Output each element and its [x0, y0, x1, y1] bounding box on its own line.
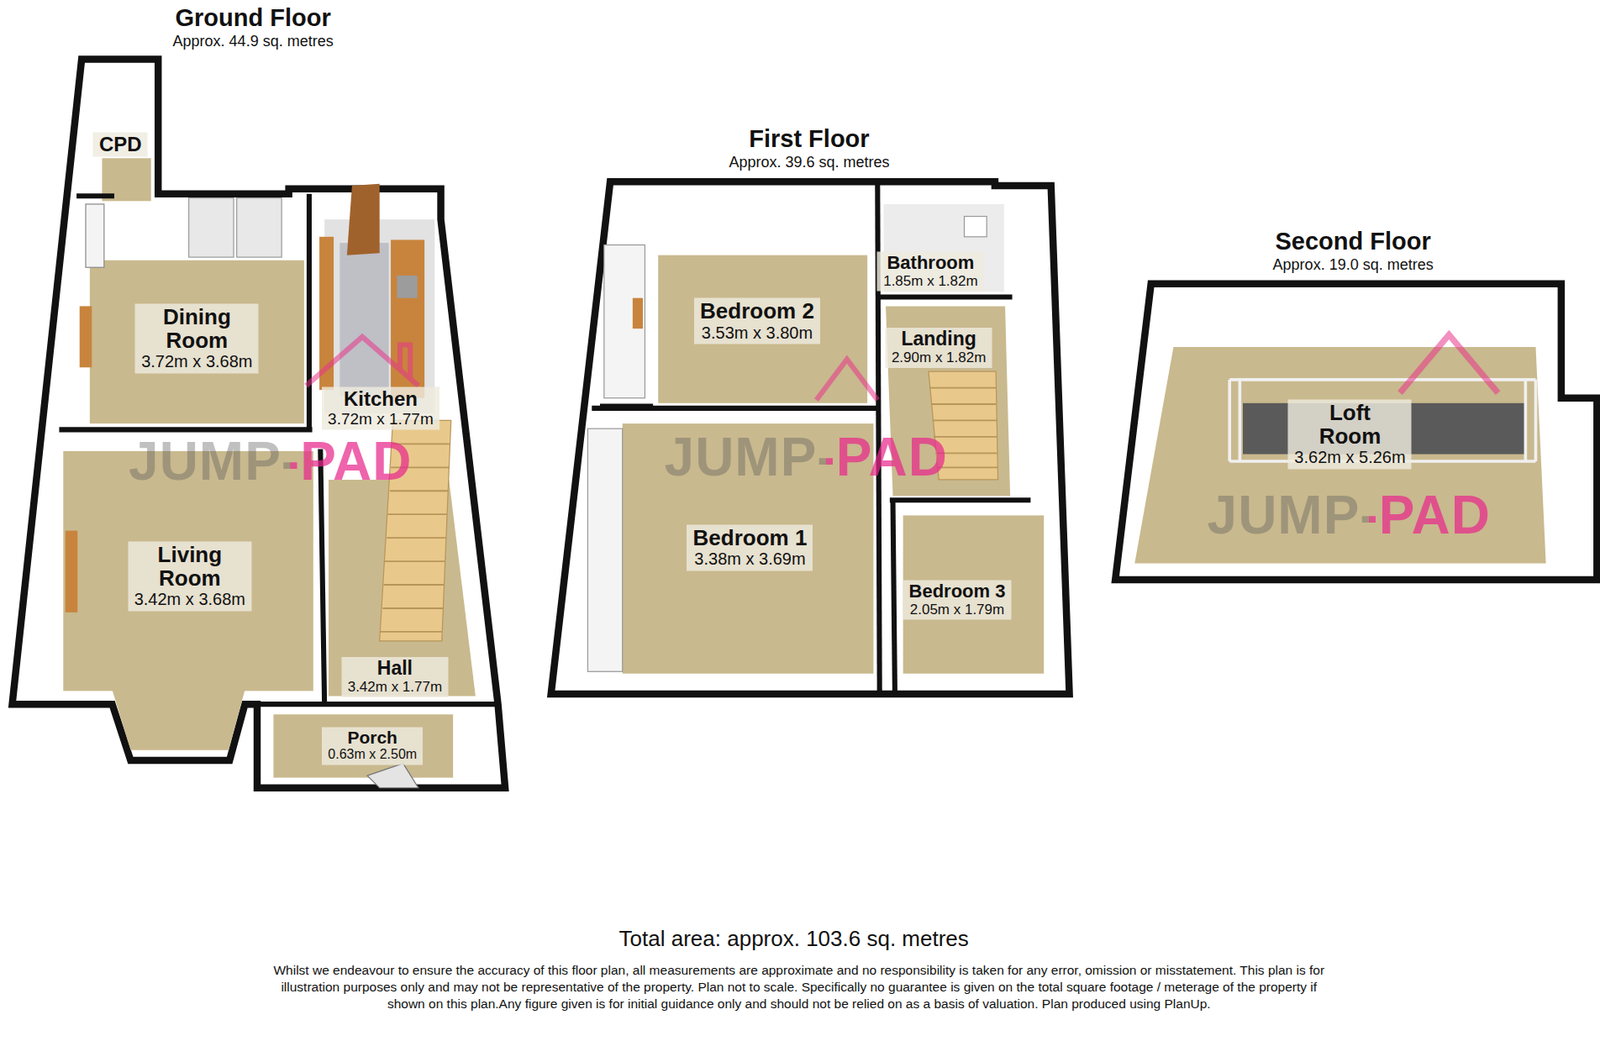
toilet: [964, 216, 988, 237]
room-dimensions: 1.85m x 1.82m: [882, 272, 979, 290]
wardrobe-door: [632, 298, 643, 329]
watermark-logo: [1400, 334, 1499, 393]
outer-wall: [1115, 284, 1597, 580]
room-name: Living Room: [139, 542, 241, 590]
room-name: Bathroom: [882, 252, 979, 273]
dining-floor: [89, 260, 305, 424]
ground-floor-drawing: [12, 58, 506, 788]
bay-floor: [112, 689, 246, 751]
room-label: Living Room3.42m x 3.68m: [127, 542, 252, 612]
watermark: JUMP-PAD: [1207, 484, 1492, 547]
room-label: Bedroom 32.05m x 1.79m: [902, 579, 1011, 620]
sink: [396, 275, 417, 299]
cpd-door: [85, 204, 105, 268]
room-name: Kitchen: [326, 387, 435, 410]
wardrobe: [587, 428, 622, 672]
floor-area: Approx. 19.0 sq. metres: [1110, 255, 1596, 274]
room-label: Loft Room3.62m x 5.26m: [1288, 400, 1412, 470]
second-floor-drawing: [1115, 284, 1597, 580]
first-floor-drawing: [551, 181, 1070, 695]
total-area-caption: Total area: approx. 103.6 sq. metres: [619, 926, 969, 953]
floor-heading: First Floor: [546, 124, 1074, 153]
room-dimensions: 3.62m x 5.26m: [1293, 447, 1407, 468]
room-name: Bedroom 1: [691, 526, 808, 550]
watermark-logo: [305, 336, 419, 386]
wardrobe: [604, 245, 646, 399]
room-dimensions: 3.42m x 1.77m: [346, 678, 443, 696]
room-name: Dining Room: [146, 305, 248, 353]
bedroom3-floor: [903, 515, 1045, 674]
floor-area: Approx. 39.6 sq. metres: [546, 152, 1074, 172]
floor-area: Approx. 44.9 sq. metres: [5, 31, 501, 51]
room-dimensions: 3.72m x 1.77m: [326, 409, 435, 428]
room-name: CPD: [98, 133, 143, 156]
floor-heading: Second Floor: [1110, 226, 1596, 256]
room-name: Loft Room: [1307, 400, 1392, 448]
floor-plan: First FloorApprox. 39.6 sq. metresBedroo…: [546, 124, 1074, 698]
room-dimensions: 3.72m x 3.68m: [140, 352, 254, 372]
room-label: Bedroom 23.53m x 3.80m: [694, 298, 821, 345]
patio-door: [236, 198, 282, 258]
room-dimensions: 2.05m x 1.79m: [907, 600, 1006, 618]
room-name: Landing: [890, 328, 988, 350]
room-dimensions: 2.90m x 1.82m: [890, 349, 988, 367]
room-label: Bedroom 13.38m x 3.69m: [686, 525, 813, 572]
room-name: Porch: [326, 727, 418, 748]
back-door: [347, 184, 380, 256]
floor-plan: Ground FloorApprox. 44.9 sq. metresCPD Di…: [5, 3, 501, 795]
room-dimensions: 3.38m x 3.69m: [691, 549, 808, 569]
porch-floor: [273, 714, 453, 778]
room-name: Bedroom 3: [907, 580, 1006, 601]
interior-walls: [591, 184, 1031, 695]
room-label: Kitchen3.72m x 1.77m: [321, 386, 440, 430]
room-label: Porch0.63m x 2.50m: [321, 726, 423, 765]
outer-wall: [551, 181, 1070, 695]
room-label: Hall3.42m x 1.77m: [341, 657, 448, 698]
outer-wall: [12, 58, 506, 788]
bedroom2-floor: [657, 255, 868, 404]
patio-door: [189, 198, 234, 258]
disclaimer-text: Whilst we endeavour to ensure the accura…: [263, 962, 1335, 1013]
kitchen-tiles: [339, 242, 389, 396]
room-label: Landing2.90m x 1.82m: [885, 327, 993, 369]
room-dimensions: 3.53m x 3.80m: [699, 322, 816, 343]
watermark-logo: [815, 359, 878, 401]
room-name: Bedroom 2: [699, 299, 816, 323]
room-name: Hall: [346, 657, 443, 679]
room-dimensions: 3.42m x 3.68m: [132, 589, 247, 610]
room-dimensions: 0.63m x 2.50m: [326, 747, 418, 763]
fireplace: [79, 305, 93, 368]
room-label: Bathroom1.85m x 1.82m: [877, 251, 985, 291]
watermark: JUMP-PAD: [128, 430, 413, 493]
front-door: [367, 763, 419, 789]
floor-heading: Ground Floor: [5, 3, 501, 32]
interior-walls: [58, 194, 498, 705]
watermark: JUMP-PAD: [664, 426, 949, 489]
fireplace: [65, 531, 79, 613]
room-label: Dining Room3.72m x 3.68m: [135, 304, 259, 374]
room-label: CPD: [93, 132, 148, 158]
